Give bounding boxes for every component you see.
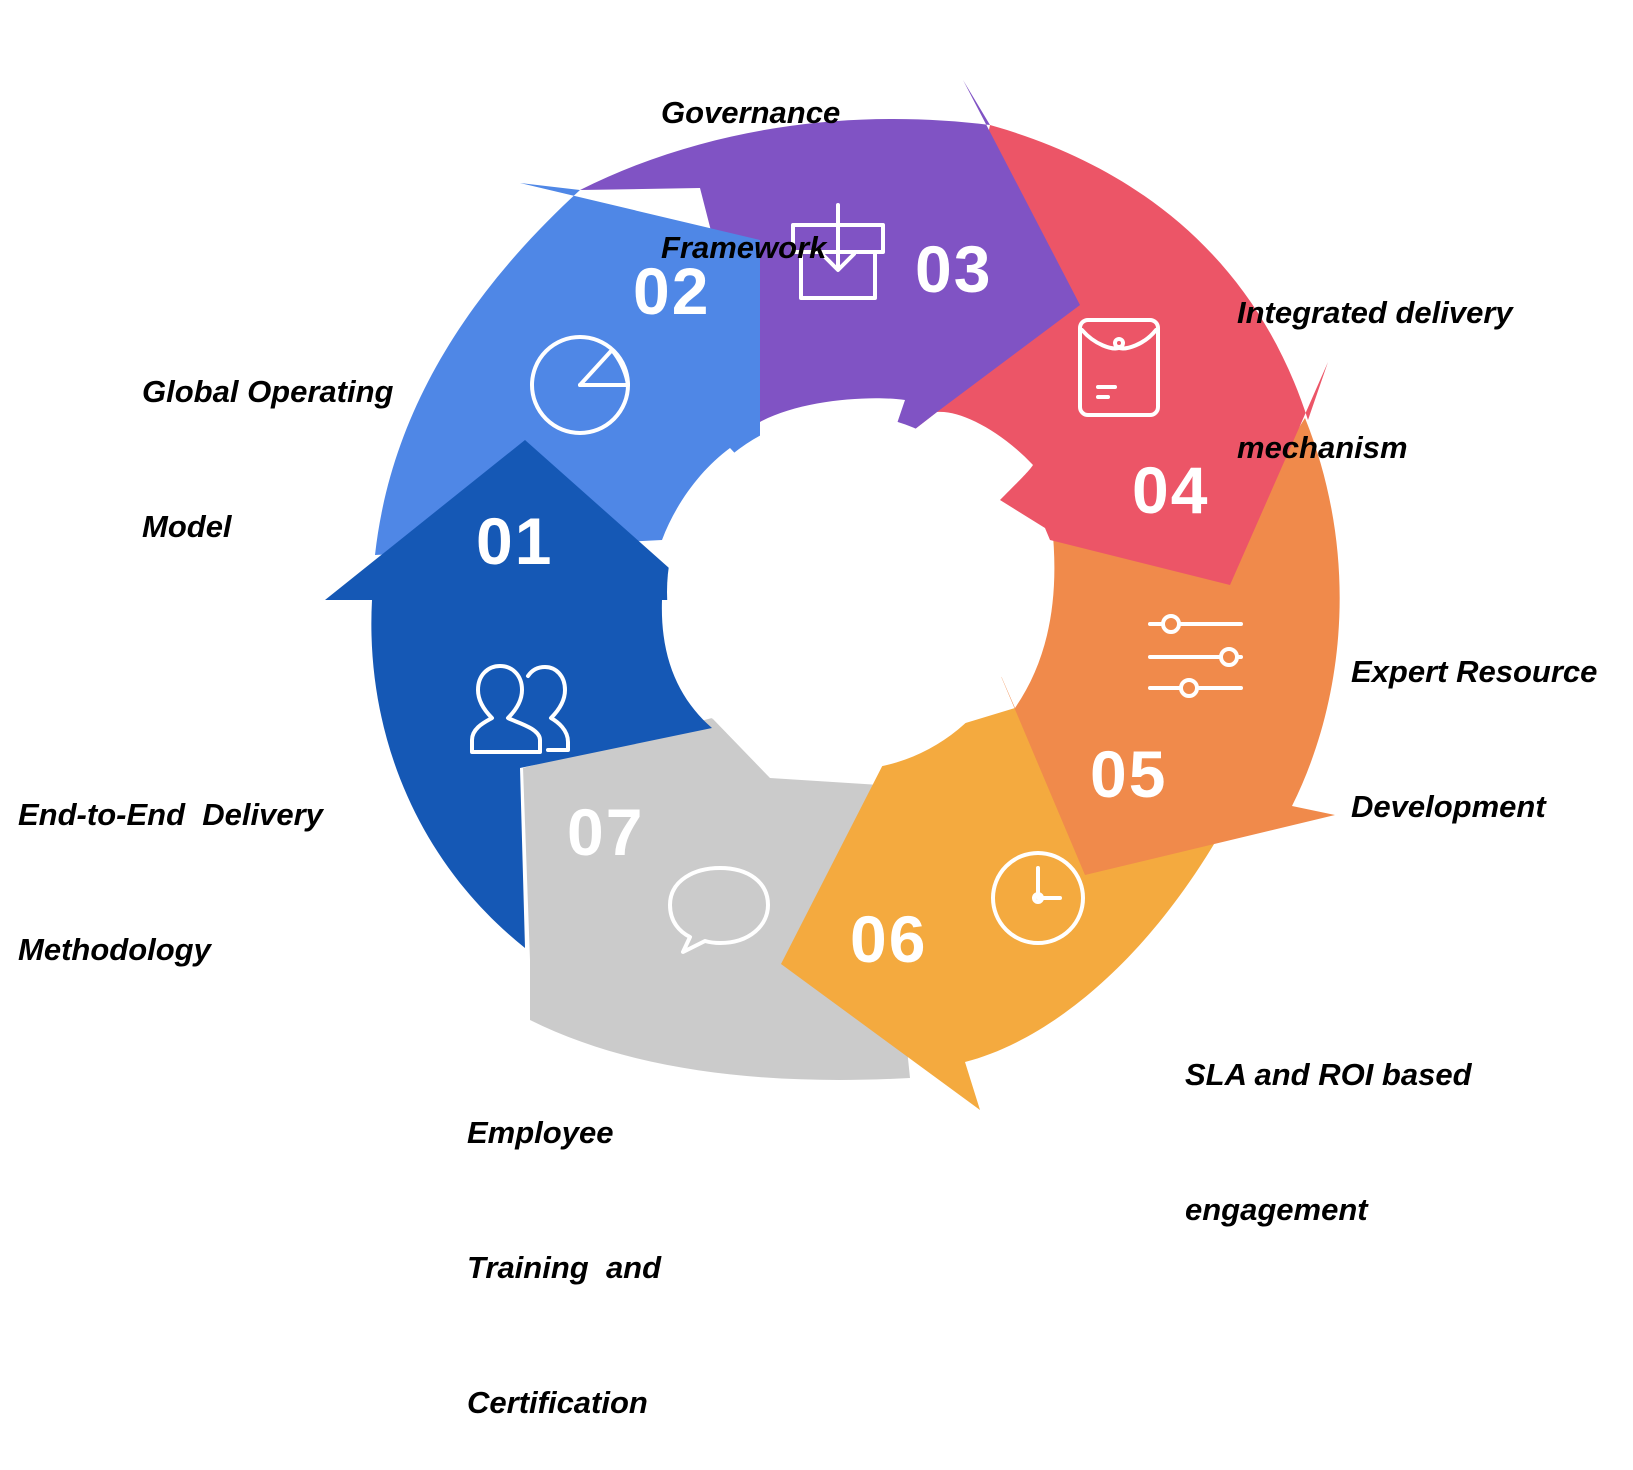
step-number-07: 07 <box>567 795 644 869</box>
pie-chart-icon <box>530 335 630 435</box>
step-label-05-line-2: Development <box>1351 789 1546 824</box>
step-label-04: Integrated delivery mechanism <box>1237 200 1513 515</box>
step-label-05-line-1: Expert Resource <box>1351 654 1598 689</box>
segment-07 <box>523 718 910 1080</box>
center-hole <box>667 414 1023 770</box>
process-cycle-diagram: 01 02 03 04 05 06 07 <box>325 80 1340 1110</box>
step-label-02-line-1: Global Operating <box>142 374 394 409</box>
step-label-02-line-2: Model <box>142 509 232 544</box>
step-number-03: 03 <box>915 232 992 306</box>
segment-03 <box>580 80 1080 450</box>
step-label-07-line-3: Certification <box>467 1385 648 1420</box>
step-number-01: 01 <box>476 504 553 578</box>
speech-bubble-icon <box>668 866 770 954</box>
step-number-05: 05 <box>1090 737 1167 811</box>
step-number-04: 04 <box>1132 453 1209 527</box>
step-label-01-line-1: End-to-End Delivery <box>18 797 323 832</box>
users-icon <box>470 664 570 754</box>
step-label-07-line-1: Employee <box>467 1115 614 1150</box>
notch-01 <box>700 600 735 720</box>
step-label-05: Expert Resource Development <box>1351 559 1597 874</box>
sliders-icon <box>1148 614 1243 698</box>
step-label-06: SLA and ROI based engagement <box>1185 962 1472 1277</box>
step-label-01-line-2: Methodology <box>18 932 211 967</box>
step-label-01: End-to-End Delivery Methodology <box>18 702 323 1017</box>
step-label-06-line-2: engagement <box>1185 1192 1368 1227</box>
tablet-icon <box>1078 318 1160 417</box>
step-label-06-line-1: SLA and ROI based <box>1185 1057 1472 1092</box>
step-label-07: Employee Training and Certification <box>467 1020 661 1470</box>
inbox-download-icon <box>791 203 885 300</box>
step-number-02: 02 <box>633 254 710 328</box>
step-label-03-line-2: Framework <box>661 230 827 265</box>
clock-icon <box>991 851 1085 945</box>
step-label-02: Global Operating Model <box>142 279 393 594</box>
step-label-04-line-2: mechanism <box>1237 430 1408 465</box>
segment-02 <box>375 183 760 555</box>
step-label-07-line-2: Training and <box>467 1250 662 1285</box>
step-label-03-line-1: Governance <box>661 95 841 130</box>
step-number-06: 06 <box>850 902 927 976</box>
step-label-04-line-1: Integrated delivery <box>1237 295 1513 330</box>
segment-01 <box>325 440 712 948</box>
step-label-03: Governance Framework <box>661 0 840 315</box>
